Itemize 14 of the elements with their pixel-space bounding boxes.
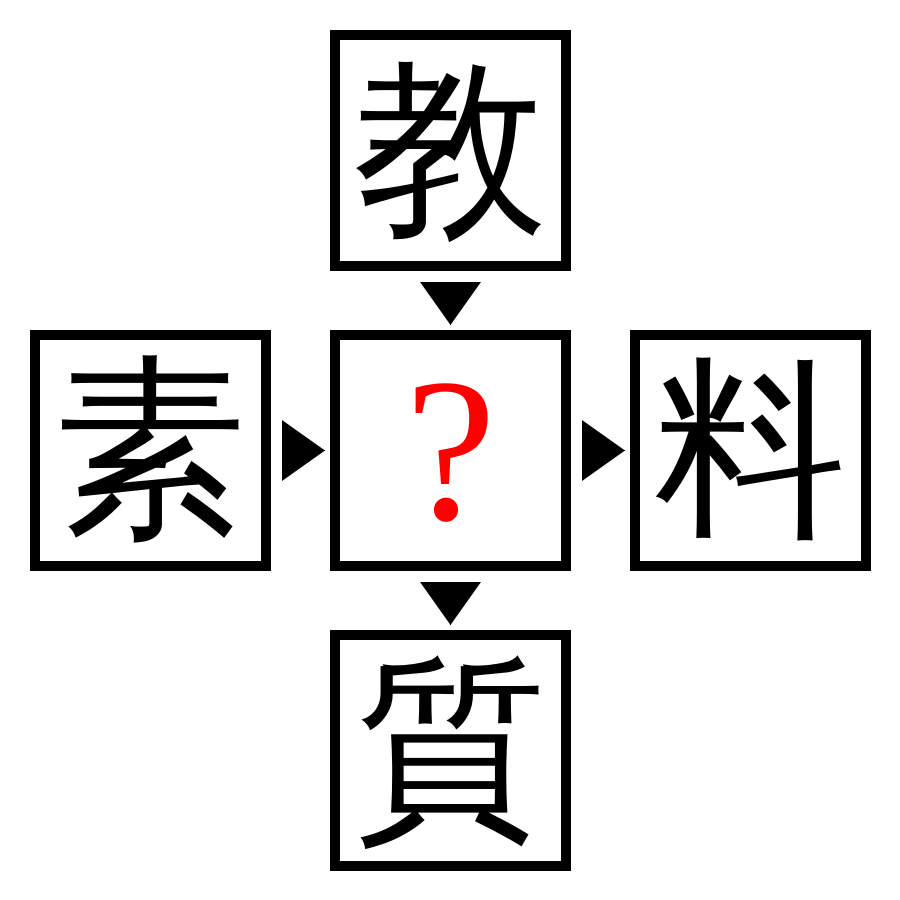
character-box bbox=[30, 330, 271, 571]
kanji-character: 素 bbox=[54, 354, 246, 546]
kanji-character: 料 bbox=[654, 354, 846, 546]
character-box bbox=[630, 330, 871, 571]
arrow bbox=[282, 420, 326, 481]
kanji-character: 教 bbox=[354, 54, 546, 246]
character-box bbox=[330, 630, 571, 871]
arrow bbox=[420, 582, 481, 626]
arrow bbox=[420, 282, 481, 326]
question-mark: ? bbox=[405, 348, 496, 553]
character-box bbox=[330, 30, 571, 271]
character-box bbox=[330, 330, 571, 571]
arrow bbox=[582, 420, 626, 481]
kanji-character: 質 bbox=[354, 654, 546, 846]
